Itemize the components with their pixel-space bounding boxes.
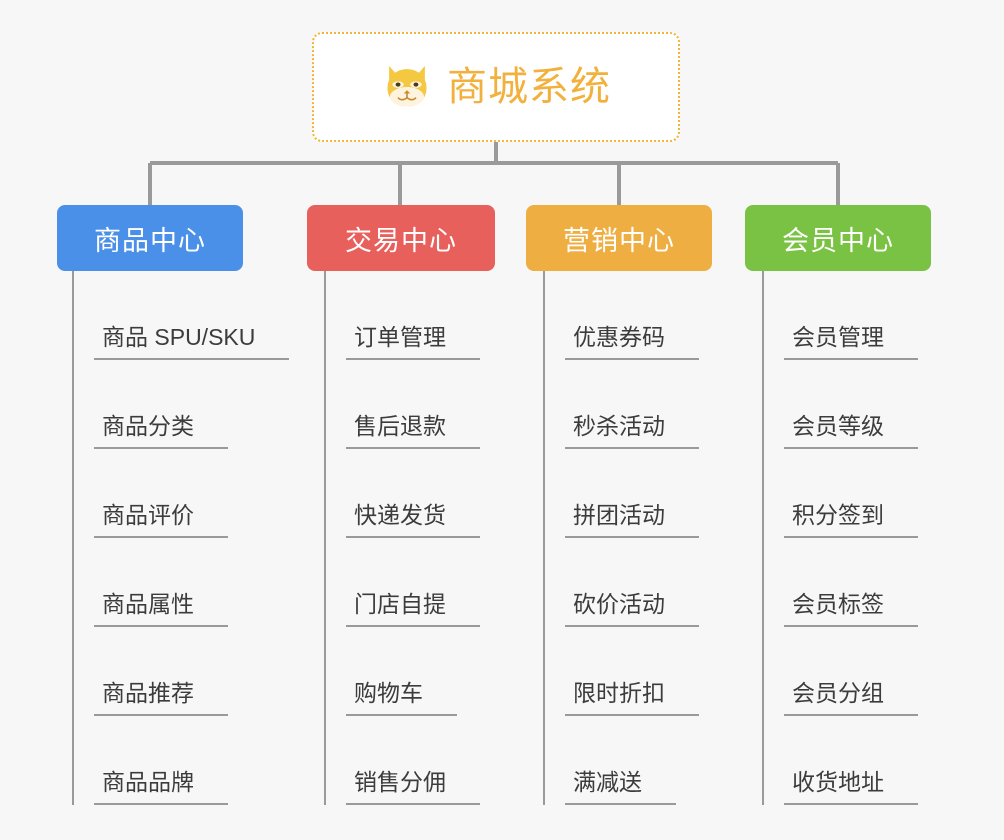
branch-column-marketing: 营销中心 优惠券码 秒杀活动 拼团活动 砍价活动 限时折扣 满减送	[526, 205, 712, 805]
branch-header-member[interactable]: 会员中心	[745, 205, 931, 271]
leaf-item[interactable]: 收货地址	[762, 716, 931, 805]
leaf-item[interactable]: 订单管理	[324, 271, 495, 360]
leaf-item[interactable]: 购物车	[324, 627, 495, 716]
leaf-label: 积分签到	[784, 504, 918, 538]
root-title: 商城系统	[447, 65, 611, 109]
branch-header-trade[interactable]: 交易中心	[307, 205, 495, 271]
leaf-item[interactable]: 会员标签	[762, 538, 931, 627]
branch-title: 商品中心	[94, 225, 206, 256]
branch-title: 交易中心	[345, 225, 457, 256]
leaf-label: 限时折扣	[565, 682, 699, 716]
leaf-label: 购物车	[346, 682, 457, 716]
leaf-item[interactable]: 快递发货	[324, 449, 495, 538]
leaf-label: 会员标签	[784, 593, 918, 627]
root-node[interactable]: 商城系统	[312, 32, 680, 142]
leaf-label: 优惠券码	[565, 326, 699, 360]
leaf-label: 收货地址	[784, 771, 918, 805]
leaf-item[interactable]: 商品推荐	[72, 627, 289, 716]
branch-header-product[interactable]: 商品中心	[57, 205, 243, 271]
leaf-item[interactable]: 会员管理	[762, 271, 931, 360]
branch-header-marketing[interactable]: 营销中心	[526, 205, 712, 271]
leaf-label: 商品推荐	[94, 682, 228, 716]
leaf-list-product: 商品 SPU/SKU 商品分类 商品评价 商品属性 商品推荐 商品品牌	[72, 271, 290, 805]
leaf-item[interactable]: 优惠券码	[543, 271, 712, 360]
branch-title: 营销中心	[563, 225, 675, 256]
leaf-item[interactable]: 满减送	[543, 716, 712, 805]
leaf-label: 门店自提	[346, 593, 480, 627]
leaf-item[interactable]: 商品分类	[72, 360, 289, 449]
leaf-list-marketing: 优惠券码 秒杀活动 拼团活动 砍价活动 限时折扣 满减送	[543, 271, 712, 805]
leaf-item[interactable]: 商品属性	[72, 538, 289, 627]
leaf-label: 秒杀活动	[565, 415, 699, 449]
leaf-item[interactable]: 销售分佣	[324, 716, 495, 805]
branch-column-trade: 交易中心 订单管理 售后退款 快递发货 门店自提 购物车 销售分佣	[307, 205, 495, 805]
leaf-item[interactable]: 会员分组	[762, 627, 931, 716]
branch-title: 会员中心	[782, 225, 894, 256]
leaf-item[interactable]: 售后退款	[324, 360, 495, 449]
leaf-item[interactable]: 商品评价	[72, 449, 289, 538]
branch-column-member: 会员中心 会员管理 会员等级 积分签到 会员标签 会员分组 收货地址	[745, 205, 931, 805]
leaf-label: 商品品牌	[94, 771, 228, 805]
leaf-label: 售后退款	[346, 415, 480, 449]
leaf-label: 商品属性	[94, 593, 228, 627]
leaf-item[interactable]: 限时折扣	[543, 627, 712, 716]
leaf-label: 订单管理	[346, 326, 480, 360]
leaf-label: 商品分类	[94, 415, 228, 449]
leaf-item[interactable]: 商品 SPU/SKU	[72, 271, 290, 360]
leaf-item[interactable]: 商品品牌	[72, 716, 289, 805]
leaf-label: 会员分组	[784, 682, 918, 716]
leaf-item[interactable]: 拼团活动	[543, 449, 712, 538]
leaf-item[interactable]: 积分签到	[762, 449, 931, 538]
leaf-label: 销售分佣	[346, 771, 480, 805]
leaf-label: 会员等级	[784, 415, 918, 449]
leaf-item[interactable]: 会员等级	[762, 360, 931, 449]
leaf-list-trade: 订单管理 售后退款 快递发货 门店自提 购物车 销售分佣	[324, 271, 495, 805]
leaf-label: 砍价活动	[565, 593, 699, 627]
leaf-label: 商品 SPU/SKU	[94, 326, 290, 360]
shiba-dog-face-icon	[387, 65, 427, 107]
leaf-item[interactable]: 砍价活动	[543, 538, 712, 627]
leaf-label: 会员管理	[784, 326, 918, 360]
leaf-label: 快递发货	[346, 504, 480, 538]
leaf-label: 拼团活动	[565, 504, 699, 538]
leaf-item[interactable]: 门店自提	[324, 538, 495, 627]
leaf-label: 商品评价	[94, 504, 228, 538]
leaf-item[interactable]: 秒杀活动	[543, 360, 712, 449]
leaf-label: 满减送	[565, 771, 676, 805]
branch-column-product: 商品中心 商品 SPU/SKU 商品分类 商品评价 商品属性 商品推荐 商品品牌	[57, 205, 290, 805]
leaf-list-member: 会员管理 会员等级 积分签到 会员标签 会员分组 收货地址	[762, 271, 931, 805]
